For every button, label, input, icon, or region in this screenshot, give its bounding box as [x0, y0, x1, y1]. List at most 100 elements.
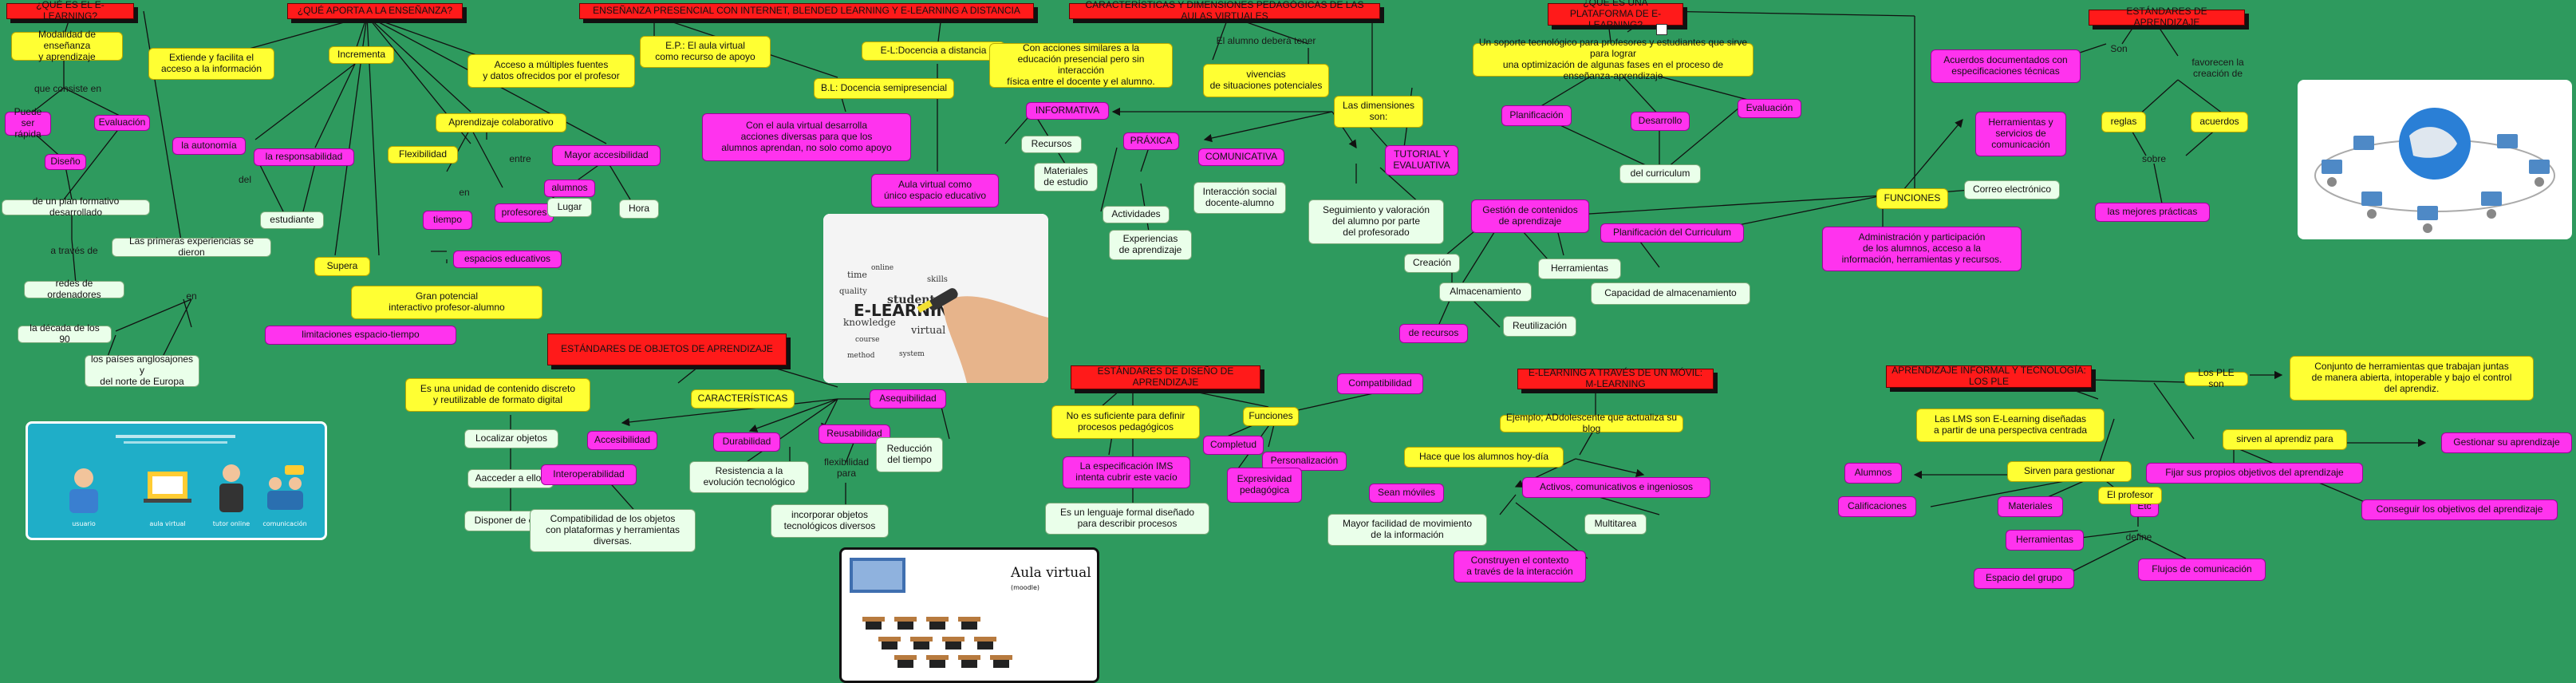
- title-estandares-ap: ESTÁNDARES DE APRENDIZAJE: [2089, 6, 2245, 28]
- node-calificaciones: Calificaciones: [1838, 496, 1916, 517]
- title-que-es: ¿QUÉ ES EL E-LEARNING?: [6, 0, 134, 22]
- label-favorecen: favorecen la creación de: [2191, 57, 2244, 79]
- svg-text:time: time: [847, 270, 867, 280]
- svg-text:online: online: [871, 264, 894, 272]
- node-limitaciones: limitaciones espacio-tiempo: [265, 326, 456, 345]
- label-en-flex: en: [459, 187, 470, 199]
- node-completud: Completud: [1203, 436, 1264, 455]
- node-mayor: Mayor facilidad de movimiento de la info…: [1327, 514, 1487, 546]
- node-responsabilidad: la responsabilidad: [254, 148, 354, 166]
- node-almacenamiento: Almacenamiento: [1439, 282, 1532, 302]
- svg-text:system: system: [899, 350, 925, 358]
- node-herramientas-ple: Herramientas: [2006, 530, 2084, 551]
- node-planificacion: Planificación: [1501, 105, 1572, 126]
- aula-virtual-image: Aula virtual (moodle): [839, 547, 1099, 683]
- node-funciones-dis: Funciones: [1243, 407, 1299, 426]
- node-practica: PRÁXICA: [1123, 132, 1179, 150]
- node-actividades: Actividades: [1103, 206, 1170, 223]
- infographic-image: usuario aula virtual tutor online comuni…: [26, 421, 327, 540]
- node-incorporar: incorporar objetos tecnológicos diversos: [771, 504, 889, 538]
- node-dimensiones: Las dimensiones son:: [1334, 96, 1423, 128]
- node-compatibilidad-dis: Compatibilidad: [1337, 373, 1423, 394]
- node-creacion: Creación: [1404, 254, 1460, 273]
- node-alumnos-ple: Alumnos: [1844, 463, 1902, 484]
- node-practicas: las mejores prácticas: [2095, 203, 2210, 222]
- node-personalizacion: Personalización: [1262, 452, 1347, 471]
- title-aporta: ¿QUÉ APORTA A LA ENSEÑANZA?: [287, 3, 463, 19]
- label-traves: a través de: [50, 245, 98, 257]
- infographic-label-tutor: tutor online: [213, 520, 250, 527]
- node-no-es: No es suficiente para definir procesos p…: [1051, 405, 1200, 439]
- node-ims: La especificación IMS intenta cubrir est…: [1063, 456, 1190, 488]
- label-flexibilidad-para: flexibilidad para: [823, 456, 870, 479]
- node-bl: B.L: Docencia semipresencial: [814, 78, 954, 99]
- node-tiempo: tiempo: [423, 211, 472, 230]
- title-objetos: ESTÁNDARES DE OBJETOS DE APRENDIZAJE: [547, 334, 787, 365]
- node-hora: Hora: [619, 199, 659, 219]
- title-diseno: ESTÁNDARES DE DISEÑO DE APRENDIZAJE: [1071, 365, 1260, 389]
- node-herramientas-plat: Herramientas: [1538, 259, 1621, 279]
- svg-text:method: method: [847, 352, 875, 360]
- node-colaborativo: Aprendizaje colaborativo: [436, 113, 566, 132]
- node-tutorial: TUTORIAL Y EVALUATIVA: [1385, 145, 1458, 176]
- node-espacio: Espacio del grupo: [1974, 568, 2074, 589]
- node-curriculum: del curriculum: [1619, 164, 1701, 184]
- node-alumnos: alumnos: [544, 180, 595, 197]
- node-potencial: Gran potencial interactivo profesor-alum…: [351, 286, 542, 319]
- node-vivencias: vivencias de situaciones potenciales: [1203, 64, 1329, 97]
- label-son: Son: [2110, 43, 2128, 55]
- node-el: E-L:Docencia a distancia: [862, 41, 1005, 61]
- node-evaluacion-plat: Evaluación: [1738, 99, 1801, 118]
- node-reduccion: Reducción del tiempo: [876, 437, 943, 472]
- title-caracteristicas: CARACTERÍSTICAS Y DIMENSIONES PEDAGÓGICA…: [1069, 0, 1380, 22]
- node-estudiante: estudiante: [260, 211, 324, 229]
- node-fijar: Fijar sus propios objetivos del aprendiz…: [2146, 463, 2363, 484]
- node-ejemplo: Ejemplo; ADdolescente que actualiza su b…: [1500, 412, 1683, 434]
- svg-text:skills: skills: [927, 275, 948, 284]
- node-soporte: Un soporte tecnológico para profesores y…: [1473, 38, 1753, 81]
- aula-title: Aula virtual: [1010, 565, 1091, 581]
- node-accesibilidad: Mayor accesibilidad: [552, 145, 661, 166]
- node-reglas: reglas: [2101, 112, 2146, 132]
- node-ep: E.P.: El aula virtual como recurso de ap…: [640, 36, 771, 68]
- node-comunicativa: COMUNICATIVA: [1198, 148, 1284, 166]
- node-capacidad: Capacidad de almacenamiento: [1591, 282, 1750, 305]
- label-entre: entre: [509, 153, 531, 165]
- node-diseno: Diseño: [45, 154, 86, 170]
- expand-icon[interactable]: [1656, 24, 1667, 35]
- node-paises: los países anglosajones y del norte de E…: [85, 353, 199, 387]
- node-reutilizacion: Reutilización: [1503, 316, 1576, 337]
- infographic-label-comunicacion: comunicación: [262, 519, 306, 527]
- node-plan: de un plan formativo desarrollado: [2, 195, 150, 218]
- node-interaccion: Interacción social docente-alumno: [1193, 182, 1286, 214]
- node-unico: Aula virtual como único espacio educativ…: [871, 174, 999, 207]
- node-acceso: Acceso a múltiples fuentes y datos ofrec…: [467, 54, 635, 88]
- node-conjunto: Conjunto de herramientas que trabajan ju…: [2290, 356, 2534, 401]
- node-profesor: El profesor: [2098, 487, 2162, 504]
- node-informativa: INFORMATIVA: [1026, 102, 1109, 120]
- svg-text:student: student: [887, 294, 935, 306]
- node-asequibilidad: Asequibilidad: [870, 389, 946, 409]
- node-administracion: Administración y participación de los al…: [1822, 227, 2022, 271]
- label-sobre: sobre: [2141, 153, 2167, 165]
- node-lms: Las LMS son E-Learning diseñadas a parti…: [1916, 409, 2105, 442]
- infographic-label-aula: aula virtual: [149, 520, 185, 527]
- node-experiencias-ap: Experiencias de aprendizaje: [1109, 230, 1192, 260]
- node-espacios: espacios educativos: [453, 251, 562, 268]
- node-extiende: Extiende y facilita el acceso a la infor…: [148, 48, 274, 80]
- node-supera: Supera: [314, 257, 370, 276]
- node-recursos: Recursos: [1021, 136, 1082, 153]
- node-interoperabilidad: Interoperabilidad: [541, 464, 637, 485]
- node-accesibilidad-obj: Accesibilidad: [587, 431, 657, 450]
- node-unidad: Es una unidad de contenido discreto y re…: [405, 378, 590, 412]
- node-experiencias: Las primeras experiencias se dieron: [112, 235, 271, 258]
- label-del: del: [238, 174, 251, 186]
- node-herr-servicios: Herramientas y servicios de comunicación: [1975, 112, 2066, 156]
- node-sean: Sean móviles: [1369, 484, 1444, 503]
- title-ple: APRENDIZAJE INFORMAL Y TECNOLOGÍA: LOS P…: [1886, 365, 2092, 388]
- node-incrementa: Incrementa: [329, 46, 394, 64]
- svg-text:quality: quality: [839, 287, 867, 296]
- label-consiste: que consiste en: [34, 83, 102, 95]
- node-modalidad: Modalidad de enseñanza y aprendizaje: [11, 29, 123, 62]
